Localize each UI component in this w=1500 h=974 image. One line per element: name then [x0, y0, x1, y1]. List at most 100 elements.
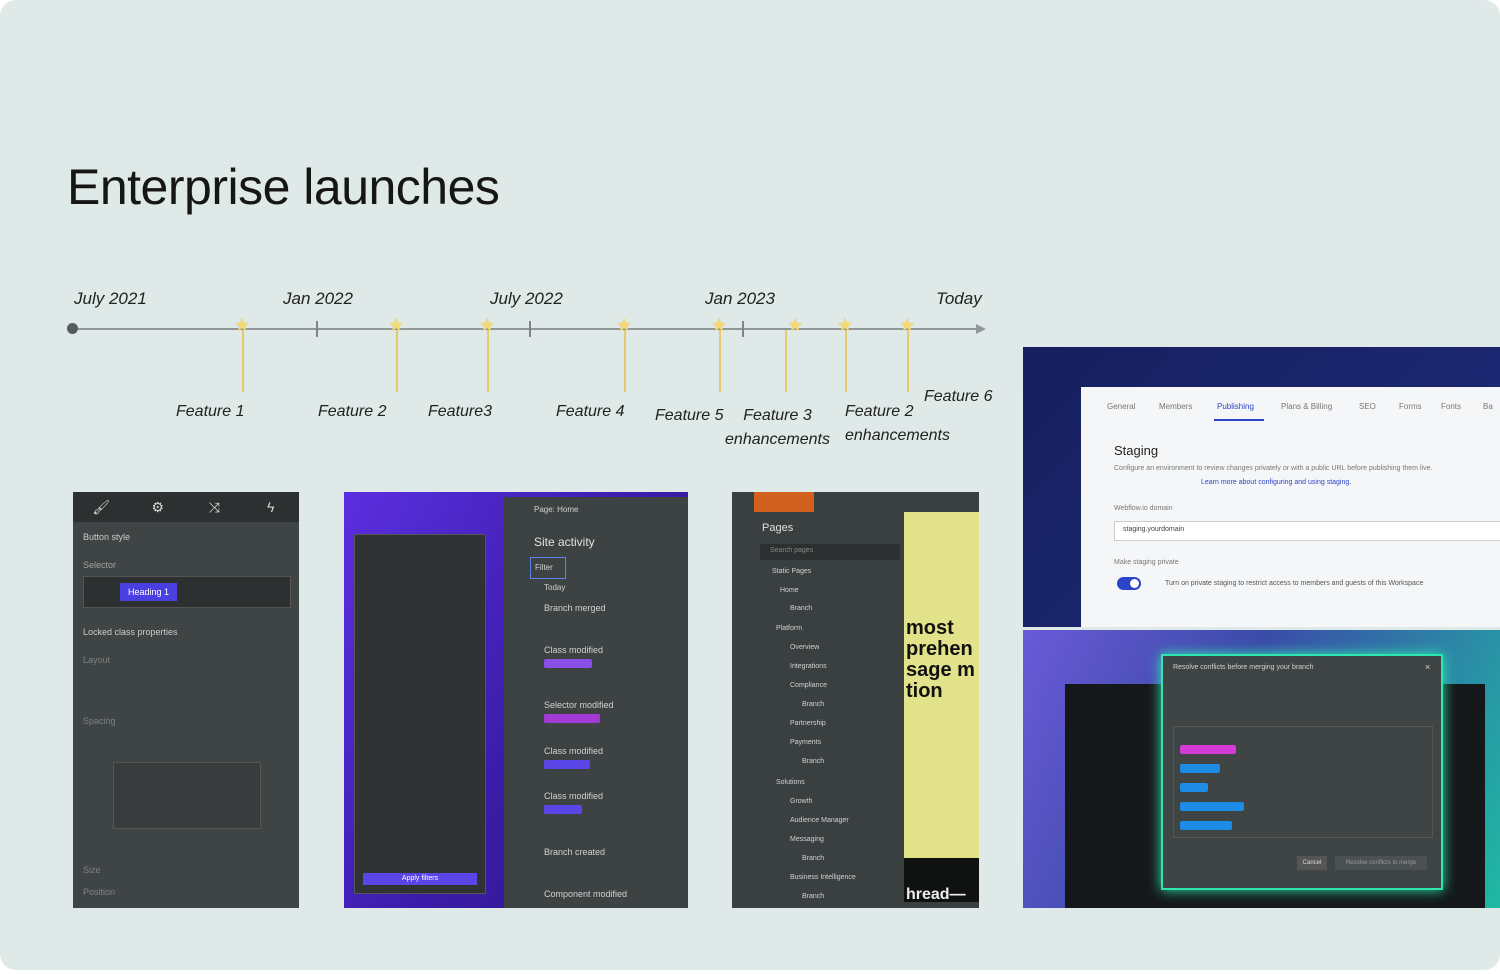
activity-entry: Branch created: [544, 847, 606, 857]
brush-icon: 🖌: [92, 499, 111, 515]
milestone-stem: [624, 330, 626, 392]
milestone-stem: [396, 330, 398, 392]
cancel-button[interactable]: Cancel: [1297, 856, 1327, 870]
tab-fonts[interactable]: Fonts: [1441, 402, 1462, 411]
page-item[interactable]: Growth: [790, 798, 813, 805]
gear-icon: ⚙: [151, 499, 165, 515]
canvas-preview: most prehen sage m tion hread—: [904, 512, 979, 903]
star-icon: ★: [616, 315, 633, 335]
close-icon[interactable]: ×: [1425, 662, 1431, 672]
tab-general[interactable]: General: [1107, 402, 1136, 411]
star-icon: ★: [711, 315, 728, 335]
milestone-stem: [487, 330, 489, 392]
page-item[interactable]: Branch: [802, 758, 825, 765]
tab-more[interactable]: Ba: [1483, 402, 1493, 411]
interactions-icon: ⤨: [208, 499, 220, 515]
page-item[interactable]: Payments: [790, 739, 822, 746]
activity-title: Site activity: [534, 535, 595, 549]
page-item[interactable]: Integrations: [790, 663, 827, 670]
modal-title: Resolve conflicts before merging your br…: [1173, 664, 1314, 671]
domain-input[interactable]: staging.yourdomain: [1114, 521, 1500, 541]
tab-plans-billing[interactable]: Plans & Billing: [1281, 402, 1333, 411]
milestone-label: Feature 2: [318, 403, 387, 420]
pages-panel-screenshot: Pages Search pages Static Pages Home Bra…: [732, 492, 979, 908]
milestone-label: Feature 5: [655, 407, 724, 424]
filter-list: Apply filters: [354, 534, 486, 894]
star-icon: ★: [479, 315, 496, 335]
search-input[interactable]: Search pages: [760, 544, 900, 560]
page-item[interactable]: Partnership: [790, 720, 826, 727]
timeline-axis: [72, 328, 980, 330]
tab-underline: [1214, 419, 1264, 421]
section-position: Position: [83, 887, 116, 897]
page-item[interactable]: Platform: [776, 625, 803, 632]
apply-filters-button[interactable]: Apply filters: [363, 873, 477, 885]
timeline-tick: [316, 321, 318, 337]
star-icon: ★: [388, 315, 405, 335]
milestone-stem: [785, 330, 787, 392]
section-spacing: Spacing: [83, 716, 116, 726]
pages-title: Pages: [762, 522, 794, 534]
star-icon: ★: [899, 315, 916, 335]
filter-button[interactable]: Filter: [530, 557, 566, 579]
page-item[interactable]: Static Pages: [772, 568, 812, 575]
page-item[interactable]: Branch: [802, 701, 825, 708]
milestone-label: Feature 3 enhancements: [725, 407, 830, 448]
conflicts-table: [1173, 726, 1433, 838]
milestone-stem: [242, 330, 244, 392]
page-title: Enterprise launches: [67, 159, 500, 215]
page-item[interactable]: Home: [780, 587, 799, 594]
star-icon: ★: [837, 315, 854, 335]
page-item[interactable]: Audience Manager: [790, 817, 849, 824]
page-item[interactable]: Compliance: [790, 682, 827, 689]
page-item[interactable]: Overview: [790, 644, 820, 651]
private-staging-toggle[interactable]: [1117, 577, 1141, 590]
class-chip: [1180, 745, 1236, 754]
milestone-label: Feature 2 enhancements: [845, 403, 950, 444]
page-item[interactable]: Messaging: [790, 836, 824, 843]
canvas-heading: most prehen sage m tion: [906, 617, 975, 702]
activity-entry: Branch merged: [544, 603, 606, 613]
page-item[interactable]: Branch: [802, 893, 825, 900]
selector-label: Selector: [83, 560, 117, 570]
page-item[interactable]: Business Intelligence: [790, 874, 856, 881]
canvas-footer: hread—: [904, 858, 979, 903]
toggle-label: Make staging private: [1114, 559, 1179, 566]
spacing-box: [113, 762, 261, 829]
timeline-date: Jan 2023: [705, 289, 775, 308]
conflicts-modal: Resolve conflicts before merging your br…: [1161, 654, 1443, 890]
tab-seo[interactable]: SEO: [1359, 402, 1376, 411]
page-item[interactable]: Solutions: [776, 779, 805, 786]
timeline-date: Today: [936, 289, 982, 308]
page-item[interactable]: Branch: [790, 605, 813, 612]
activity-panel: Page: Home Site activity Filter Today Br…: [504, 497, 688, 908]
page-label: Page: Home: [534, 505, 579, 514]
staging-settings-screenshot: General Members Publishing Plans & Billi…: [1023, 347, 1500, 627]
class-chip: [544, 659, 592, 668]
staging-link[interactable]: Learn more about configuring and using s…: [1201, 479, 1352, 486]
star-icon: ★: [234, 315, 251, 335]
tab-members[interactable]: Members: [1159, 402, 1193, 411]
class-chip: [1180, 783, 1208, 792]
section-layout: Layout: [83, 655, 111, 665]
tab-publishing[interactable]: Publishing: [1217, 402, 1254, 411]
timeline-tick: [529, 321, 531, 337]
resolve-button[interactable]: Resolve conflicts to merge: [1335, 856, 1427, 870]
style-panel-screenshot: 🖌 ⚙ ⤨ ϟ Button style Selector Heading 1 …: [73, 492, 299, 908]
milestone-stem: [907, 330, 909, 392]
domain-label: Webflow.io domain: [1114, 505, 1173, 512]
toggle-text: Turn on private staging to restrict acce…: [1165, 580, 1424, 587]
milestone-stem: [845, 330, 847, 392]
class-chip: [1180, 821, 1232, 830]
class-chip: [1180, 802, 1244, 811]
staging-description: Configure an environment to review chang…: [1114, 465, 1433, 472]
today-label: Today: [544, 583, 566, 592]
timeline-tick: [742, 321, 744, 337]
milestone-label: Feature3: [428, 403, 493, 420]
page-item[interactable]: Branch: [802, 855, 825, 862]
tab-forms[interactable]: Forms: [1399, 402, 1422, 411]
panel-heading: Button style: [83, 532, 131, 542]
section-size: Size: [83, 865, 101, 875]
activity-entry: Selector modified: [544, 700, 614, 710]
